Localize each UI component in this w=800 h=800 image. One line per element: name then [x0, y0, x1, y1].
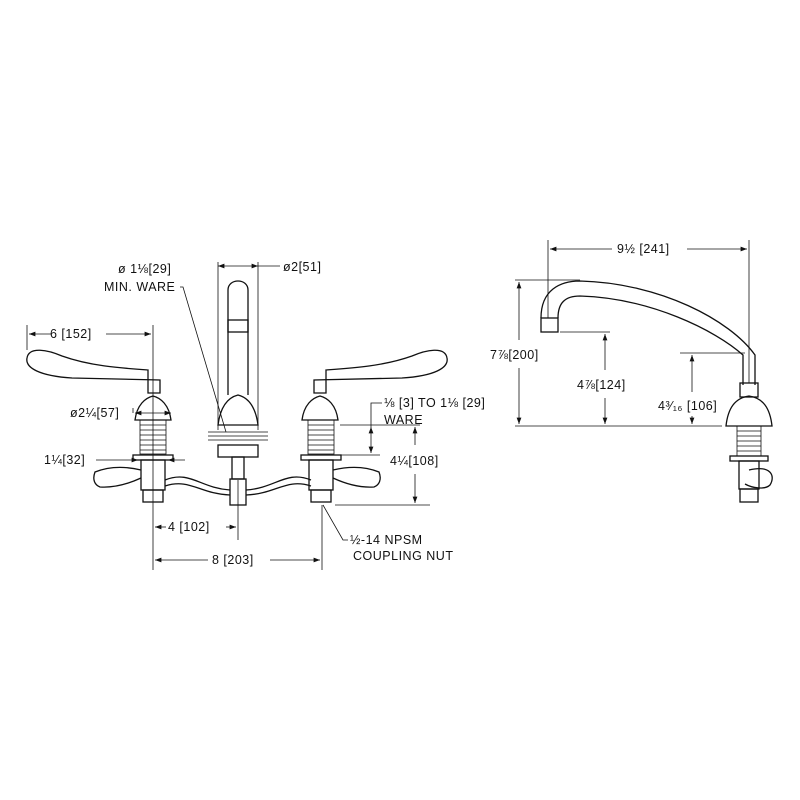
- spout-base-height-label: 4³⁄₁₆ [106]: [658, 399, 717, 413]
- outlet-height-label: 4⅞[124]: [577, 378, 626, 392]
- coupling-thread-label: ½-14 NPSM: [350, 533, 423, 547]
- ware-note: WARE: [384, 413, 423, 427]
- shank-diameter-label: 1¼[32]: [44, 453, 85, 467]
- right-handle: [300, 349, 448, 503]
- center-spout: [164, 280, 312, 506]
- center-to-center-label: 8 [203]: [212, 553, 254, 567]
- swing-spout: [540, 280, 773, 503]
- left-handle: [26, 349, 174, 503]
- min-ware-note: MIN. WARE: [104, 280, 175, 294]
- overall-height-label: 7⅞[200]: [490, 348, 539, 362]
- escutcheon-diameter-label: ø2¼[57]: [70, 406, 119, 420]
- spout-reach-label: 9½ [241]: [617, 242, 670, 256]
- coupling-nut-note: COUPLING NUT: [353, 549, 453, 563]
- front-dimensions: [26, 262, 430, 570]
- ware-thickness-label: ⅛ [3] TO 1⅛ [29]: [384, 396, 485, 410]
- spout-base-diameter-label: ø2[51]: [283, 260, 321, 274]
- min-ware-diameter-label: ø 1⅛[29]: [118, 262, 171, 276]
- side-dimensions: [515, 240, 750, 427]
- front-view: 6 [152] ø2¼[57] 1¼[32] ø 1⅛[29] MIN. WAR…: [26, 260, 485, 570]
- handle-reach-label: 6 [152]: [50, 327, 92, 341]
- center-to-spout-label: 4 [102]: [168, 520, 210, 534]
- side-view: 9½ [241] 7⅞[200] 4⅞[124] 4³⁄₁₆ [106]: [490, 240, 773, 503]
- height-below-deck-label: 4¼[108]: [390, 454, 439, 468]
